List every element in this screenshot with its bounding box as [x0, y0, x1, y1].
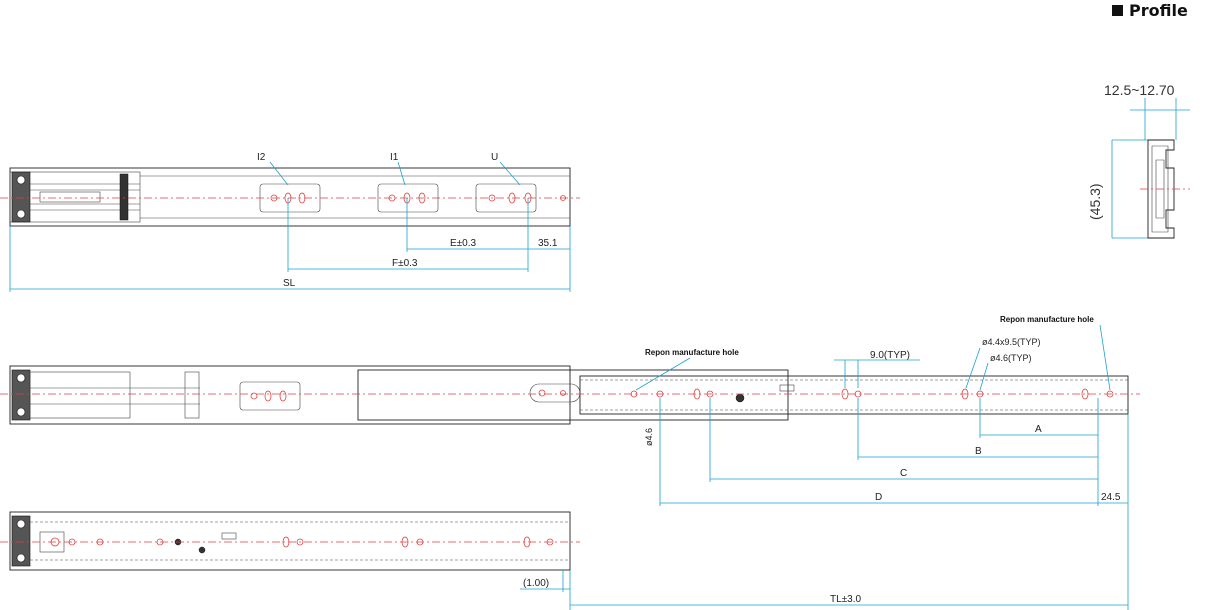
profile-width: 12.5~12.70	[1104, 82, 1175, 98]
profile-section	[1147, 139, 1175, 239]
repon-hole-right: Repon manufacture hole	[1000, 315, 1094, 324]
mid-outer-rail	[9, 365, 571, 425]
dim-A: A	[1035, 424, 1042, 435]
dim-E: E±0.3	[450, 238, 476, 249]
dim-C: C	[900, 468, 907, 479]
top-outer-rail	[9, 167, 571, 227]
dim-9-typ: 9.0(TYP)	[870, 350, 910, 361]
label-I2: I2	[257, 152, 266, 163]
dim-SL: SL	[283, 278, 296, 289]
label-I1: I1	[390, 152, 399, 163]
dim-hole-typ: ø4.6(TYP)	[990, 353, 1032, 363]
top-view: I2 I1 U E±0.3 35.1 F±0.3 SL	[0, 152, 580, 292]
profile-view: 12.5~12.70 (45.3)	[1087, 82, 1190, 239]
dim-24-5: 24.5	[1101, 492, 1121, 503]
dim-B: B	[975, 446, 982, 457]
repon-hole-left: Repon manufacture hole	[645, 348, 739, 357]
bottom-view: (1.00) TL±3.0	[0, 511, 1128, 610]
mid-inner-rail	[579, 375, 1129, 415]
top-screw-1	[16, 175, 26, 185]
dim-slot-typ: ø4.4x9.5(TYP)	[982, 337, 1041, 347]
dim-phi46: ø4.6	[644, 428, 654, 446]
label-U: U	[491, 152, 498, 163]
dim-D: D	[875, 492, 882, 503]
bottom-outer-rail	[9, 511, 571, 571]
top-screw-2	[16, 209, 26, 219]
page-title: Profile	[1129, 0, 1188, 20]
title-block: Profile	[1112, 0, 1188, 20]
top-left-block	[9, 171, 141, 223]
extended-view: Repon manufacture hole Repon manufacture…	[0, 315, 1140, 610]
dim-1-00: (1.00)	[523, 578, 549, 589]
dim-F: F±0.3	[392, 258, 418, 269]
profile-height: (45.3)	[1087, 183, 1103, 220]
dim-TL: TL±3.0	[830, 594, 861, 605]
mid-intermediate-rail	[357, 369, 789, 421]
square-bullet-icon	[1112, 4, 1123, 16]
top-end-cap	[11, 171, 31, 223]
dim-35-1: 35.1	[538, 238, 558, 249]
